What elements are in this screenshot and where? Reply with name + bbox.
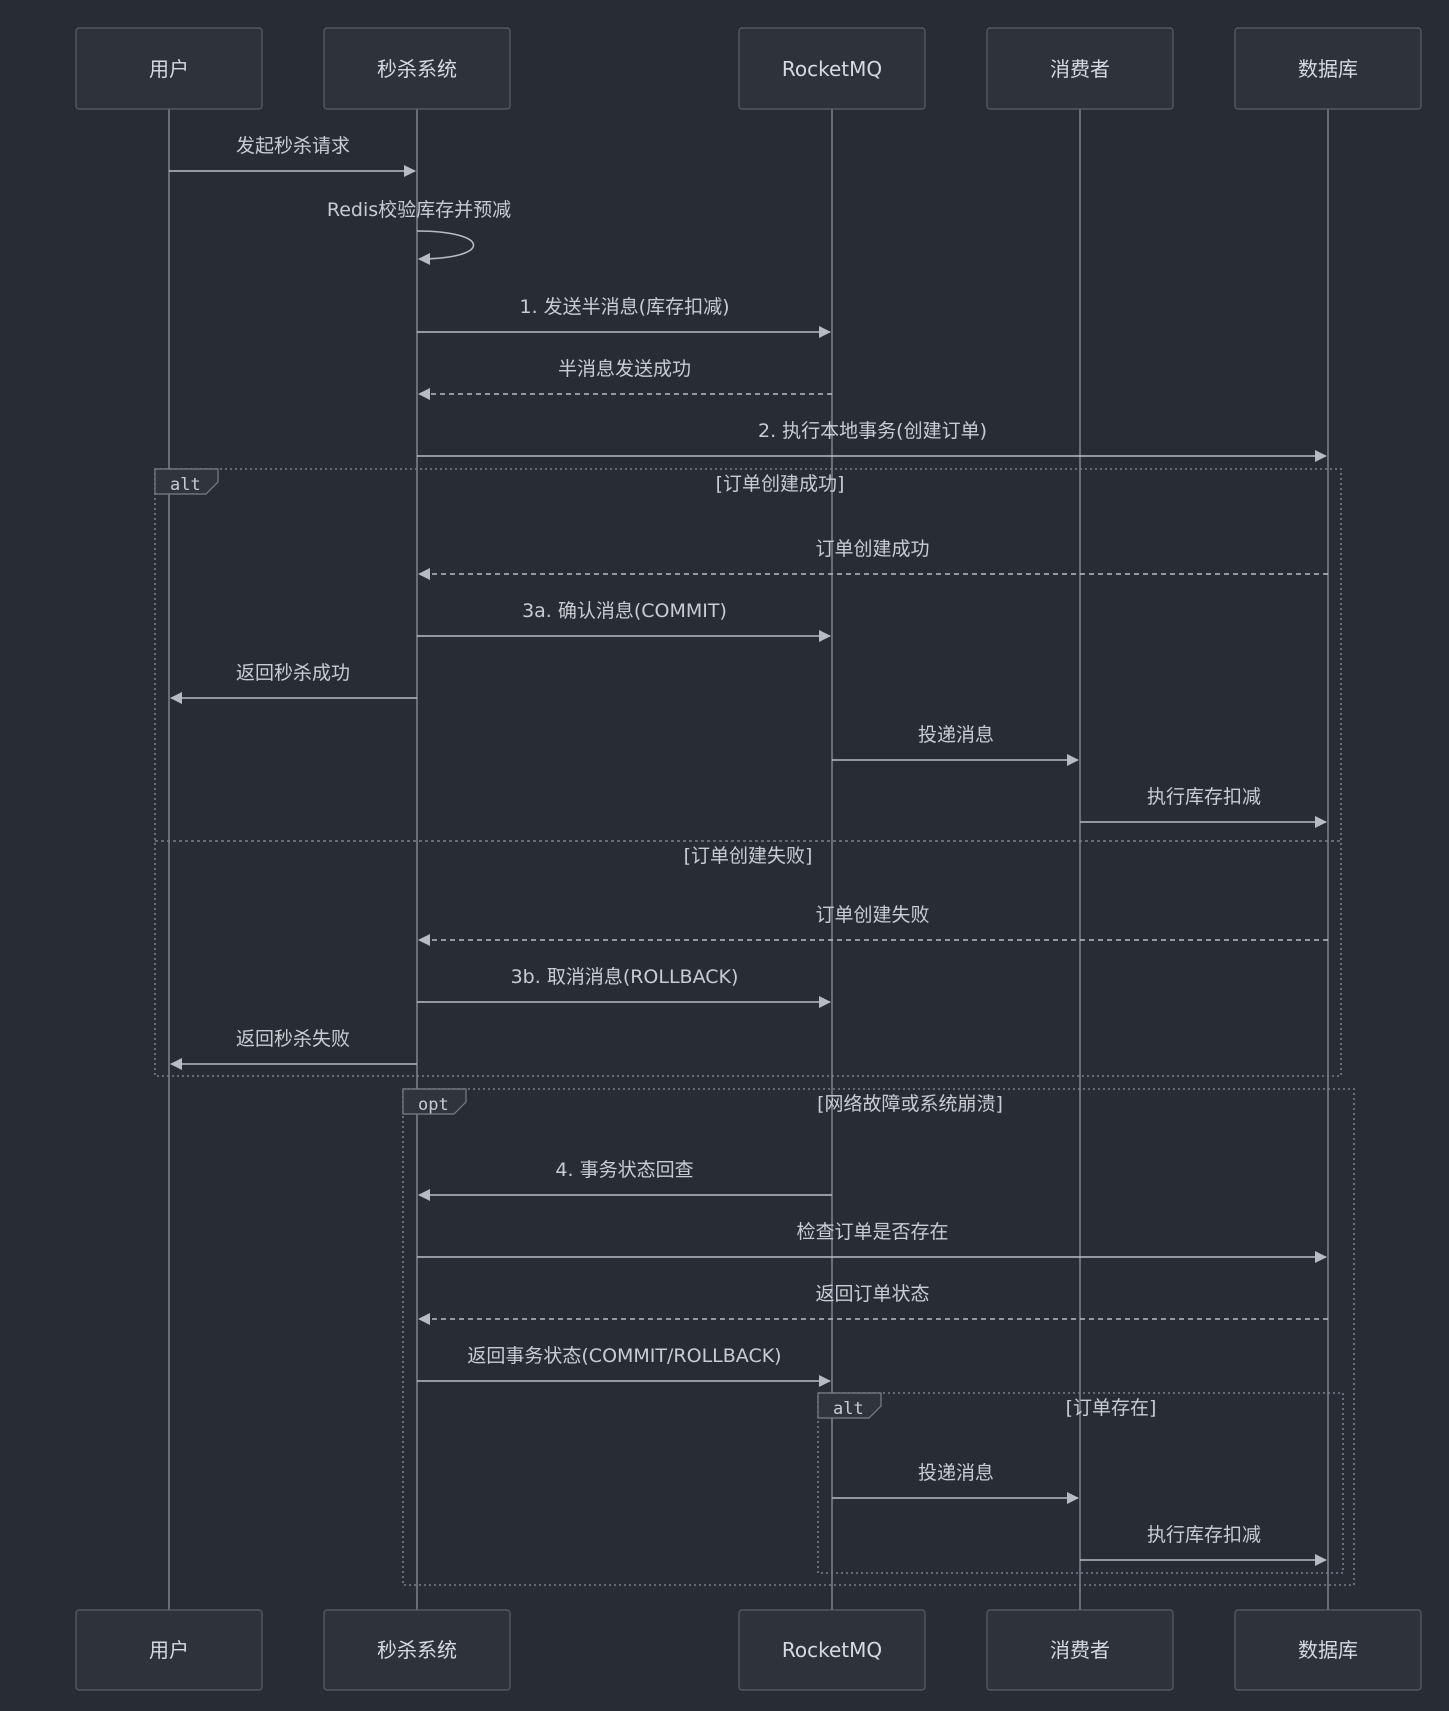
alt-nested-label: alt bbox=[833, 1399, 864, 1419]
alt-frame bbox=[154, 468, 1342, 1077]
actors-top: 用户 秒杀系统 RocketMQ 消费者 数据库 bbox=[75, 27, 1422, 110]
message-8: 返回秒杀成功 bbox=[170, 662, 417, 704]
message-label: 检查订单是否存在 bbox=[796, 1221, 948, 1243]
message-7: 3a. 确认消息(COMMIT) bbox=[417, 600, 831, 642]
message-label: 3b. 取消消息(ROLLBACK) bbox=[511, 966, 739, 988]
alt-condition-failure: [订单创建失败] bbox=[684, 845, 813, 867]
alt-nested-tag bbox=[817, 1392, 882, 1419]
message-label: 返回事务状态(COMMIT/ROLLBACK) bbox=[467, 1345, 781, 1367]
message-10: 执行库存扣减 bbox=[1080, 786, 1327, 828]
message-11: 订单创建失败 bbox=[418, 904, 1328, 946]
message-3: 1. 发送半消息(库存扣减) bbox=[417, 296, 831, 338]
message-arrow bbox=[416, 230, 475, 265]
alt-label: alt bbox=[170, 475, 201, 495]
fragment-opt-network-failure: opt [网络故障或系统崩溃] bbox=[402, 1088, 1355, 1586]
message-2: Redis校验库存并预减 bbox=[327, 199, 511, 265]
actor-db-bottom[interactable]: 数据库 bbox=[1234, 1609, 1422, 1691]
opt-condition: [网络故障或系统崩溃] bbox=[817, 1093, 1003, 1115]
message-label: 4. 事务状态回查 bbox=[555, 1159, 693, 1181]
message-label: 发起秒杀请求 bbox=[236, 135, 350, 157]
fragment-alt-order-created: alt [订单创建成功] [订单创建失败] bbox=[154, 468, 1342, 1077]
actor-seckill-bottom[interactable]: 秒杀系统 bbox=[323, 1609, 511, 1691]
actor-label: 数据库 bbox=[1298, 1638, 1358, 1662]
message-label: 返回秒杀成功 bbox=[236, 662, 350, 684]
message-label: 执行库存扣减 bbox=[1147, 786, 1261, 808]
actor-db-top[interactable]: 数据库 bbox=[1234, 27, 1422, 110]
actor-consumer-top[interactable]: 消费者 bbox=[986, 27, 1174, 110]
message-6: 订单创建成功 bbox=[418, 538, 1328, 580]
actor-mq-top[interactable]: RocketMQ bbox=[738, 27, 926, 110]
alt-nested-condition: [订单存在] bbox=[1066, 1397, 1157, 1419]
lifelines bbox=[168, 109, 1329, 1610]
message-16: 返回订单状态 bbox=[418, 1283, 1328, 1325]
actor-label: RocketMQ bbox=[782, 1638, 882, 1662]
message-label: 2. 执行本地事务(创建订单) bbox=[758, 420, 987, 442]
message-18: 投递消息 bbox=[832, 1462, 1079, 1504]
message-label: 订单创建失败 bbox=[815, 904, 929, 926]
actor-label: 秒杀系统 bbox=[377, 57, 457, 81]
opt-tag bbox=[402, 1088, 467, 1115]
message-13: 返回秒杀失败 bbox=[170, 1028, 417, 1070]
actor-label: 消费者 bbox=[1050, 57, 1110, 81]
message-5: 2. 执行本地事务(创建订单) bbox=[417, 420, 1327, 462]
message-9: 投递消息 bbox=[832, 724, 1079, 766]
message-label: 1. 发送半消息(库存扣减) bbox=[520, 296, 730, 318]
message-17: 返回事务状态(COMMIT/ROLLBACK) bbox=[417, 1345, 831, 1387]
actor-label: 用户 bbox=[149, 57, 189, 81]
message-label: 投递消息 bbox=[918, 724, 994, 746]
message-1: 发起秒杀请求 bbox=[169, 135, 416, 177]
alt-condition-success: [订单创建成功] bbox=[716, 473, 845, 495]
message-14: 4. 事务状态回查 bbox=[418, 1159, 832, 1201]
actor-seckill-top[interactable]: 秒杀系统 bbox=[323, 27, 511, 110]
actor-user-top[interactable]: 用户 bbox=[75, 27, 263, 110]
opt-label: opt bbox=[418, 1095, 449, 1115]
message-19: 执行库存扣减 bbox=[1080, 1524, 1327, 1566]
message-15: 检查订单是否存在 bbox=[417, 1221, 1327, 1263]
message-label: Redis校验库存并预减 bbox=[327, 199, 511, 221]
message-4: 半消息发送成功 bbox=[418, 358, 832, 400]
actor-label: 秒杀系统 bbox=[377, 1638, 457, 1662]
message-label: 半消息发送成功 bbox=[558, 358, 691, 380]
alt-nested-frame bbox=[817, 1392, 1344, 1574]
actor-label: 数据库 bbox=[1298, 57, 1358, 81]
actor-label: RocketMQ bbox=[782, 57, 882, 81]
message-label: 订单创建成功 bbox=[815, 538, 929, 560]
alt-tag bbox=[154, 468, 219, 495]
message-12: 3b. 取消消息(ROLLBACK) bbox=[417, 966, 831, 1008]
actor-consumer-bottom[interactable]: 消费者 bbox=[986, 1609, 1174, 1691]
actor-mq-bottom[interactable]: RocketMQ bbox=[738, 1609, 926, 1691]
actor-label: 用户 bbox=[149, 1638, 189, 1662]
message-label: 执行库存扣减 bbox=[1147, 1524, 1261, 1546]
fragment-alt-order-exists: alt [订单存在] bbox=[817, 1392, 1344, 1574]
actor-label: 消费者 bbox=[1050, 1638, 1110, 1662]
messages: 发起秒杀请求 Redis校验库存并预减 1. 发送半消息(库存扣减) 半消息发送成功 2… bbox=[169, 135, 1328, 1566]
message-label: 返回秒杀失败 bbox=[236, 1028, 350, 1050]
opt-frame bbox=[402, 1088, 1355, 1586]
message-label: 返回订单状态 bbox=[815, 1283, 929, 1305]
message-label: 3a. 确认消息(COMMIT) bbox=[522, 600, 727, 622]
actors-bottom: 用户 秒杀系统 RocketMQ 消费者 数据库 bbox=[75, 1609, 1422, 1691]
message-label: 投递消息 bbox=[918, 1462, 994, 1484]
actor-user-bottom[interactable]: 用户 bbox=[75, 1609, 263, 1691]
